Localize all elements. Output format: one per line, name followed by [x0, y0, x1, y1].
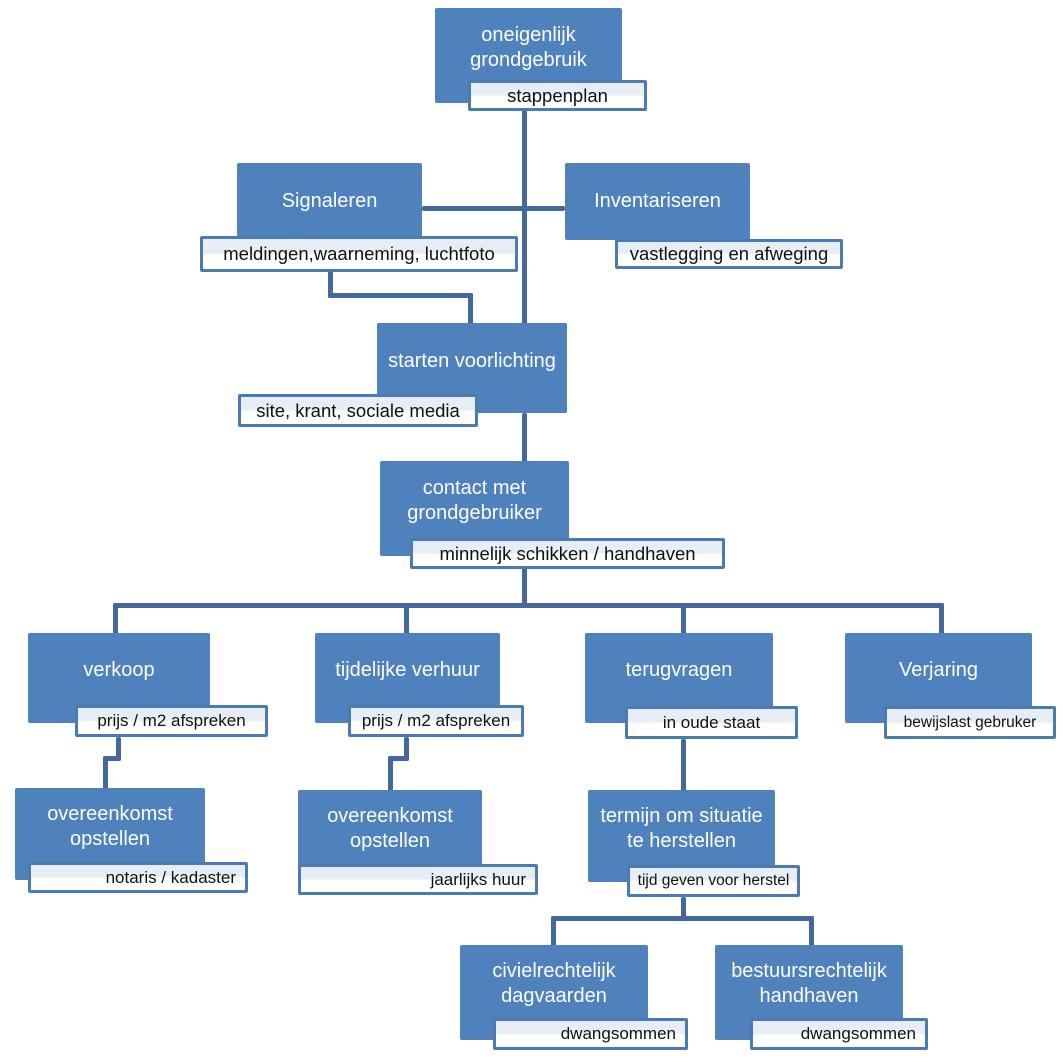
node-label: oneigenlijk grondgebruik	[470, 23, 587, 71]
tag-overeenkomst-verkoop: notaris / kadaster	[28, 862, 248, 893]
tag-verjaring: bewijslast gebruker	[884, 706, 1056, 739]
node-label: overeenkomst opstellen	[47, 803, 173, 850]
node-label: terugvragen	[625, 658, 733, 681]
tag-text: in oude staat	[662, 712, 761, 732]
tag-text: stappenplan	[507, 84, 608, 106]
tag-contact-grondgebruiker: minnelijk schikken / handhaven	[410, 538, 725, 569]
node-label: Verjaring	[899, 658, 978, 681]
node-label: Signaleren	[281, 190, 378, 212]
node-label: overeenkomst opstellen	[327, 805, 453, 852]
tag-signaleren: meldingen,waarneming, luchtfoto	[200, 236, 518, 272]
node-label: bestuursrechtelijk handhaven	[731, 959, 887, 1007]
tag-text: dwangsommen	[560, 1024, 676, 1043]
tag-inventariseren: vastlegging en afweging	[615, 239, 843, 269]
node-inventariseren: Inventariseren	[565, 163, 750, 240]
connector-drop-terugvragen	[681, 603, 686, 635]
connector-termijn-splitbar	[681, 897, 686, 921]
node-label: tijdelijke verhuur	[335, 658, 480, 681]
tag-text: prijs / m2 afspreken	[361, 711, 511, 730]
tag-text: meldingen,waarneming, luchtfoto	[223, 243, 495, 264]
tag-text: site, krant, sociale media	[256, 399, 460, 421]
tag-bestuursrechtelijk: dwangsommen	[750, 1018, 928, 1050]
node-label: termijn om situatie te herstellen	[600, 805, 763, 852]
connector-drop-verkoop	[113, 603, 118, 635]
tag-text: dwangsommen	[800, 1024, 916, 1043]
connector-drop-bestuurs	[809, 916, 814, 947]
connector-root-to-voorlichting	[522, 110, 527, 325]
connector-elbow-verhuur-b	[388, 756, 409, 761]
node-label: civielrechtelijk dagvaarden	[492, 959, 616, 1007]
tag-text: prijs / m2 afspreken	[97, 711, 246, 730]
tag-overeenkomst-verhuur: jaarlijks huur	[298, 864, 538, 895]
connector-elbow-verhuur-c	[388, 756, 393, 792]
node-label: Inventariseren	[594, 190, 721, 212]
tag-stappenplan: stappenplan	[468, 80, 647, 111]
connector-elbow-signaleren-c	[468, 293, 473, 325]
tag-terugvragen: in oude staat	[625, 706, 798, 739]
tag-starten-voorlichting: site, krant, sociale media	[238, 394, 478, 427]
connector-contact-branchbar	[522, 567, 527, 607]
connector-signaleren-inventariseren	[422, 206, 565, 211]
tag-civielrechtelijk: dwangsommen	[493, 1018, 688, 1050]
connector-elbow-verkoop-c	[103, 756, 108, 790]
connector-elbow-verkoop-a	[116, 737, 121, 761]
connector-elbow-verkoop-b	[103, 756, 121, 761]
connector-split-bar	[551, 916, 814, 921]
connector-drop-verhuur	[404, 603, 409, 635]
tag-termijn-herstel: tijd geven voor herstel	[627, 865, 800, 897]
connector-terugvragen-termijn	[681, 739, 686, 792]
connector-voorlichting-contact	[522, 413, 527, 463]
connector-elbow-signaleren-b	[328, 293, 473, 298]
connector-elbow-verhuur-a	[404, 737, 409, 761]
connector-drop-civiel	[551, 916, 556, 947]
connector-branch-bar	[113, 603, 944, 608]
tag-verkoop: prijs / m2 afspreken	[75, 705, 268, 737]
tag-text: notaris / kadaster	[105, 867, 236, 887]
node-label: starten voorlichting	[388, 349, 556, 372]
node-signaleren: Signaleren	[237, 163, 422, 240]
connector-drop-verjaring	[939, 603, 944, 635]
tag-text: jaarlijks huur	[430, 869, 526, 889]
tag-text: vastlegging en afweging	[629, 243, 829, 264]
node-label: verkoop	[83, 658, 155, 681]
node-label: contact met grondgebruiker	[407, 476, 542, 524]
tag-text: bewijslast gebruker	[903, 713, 1037, 731]
tag-text: minnelijk schikken / handhaven	[439, 542, 696, 564]
connector-elbow-signaleren-a	[328, 271, 333, 298]
tag-text: tijd geven voor herstel	[637, 872, 790, 889]
tag-tijdelijke-verhuur: prijs / m2 afspreken	[348, 705, 524, 737]
